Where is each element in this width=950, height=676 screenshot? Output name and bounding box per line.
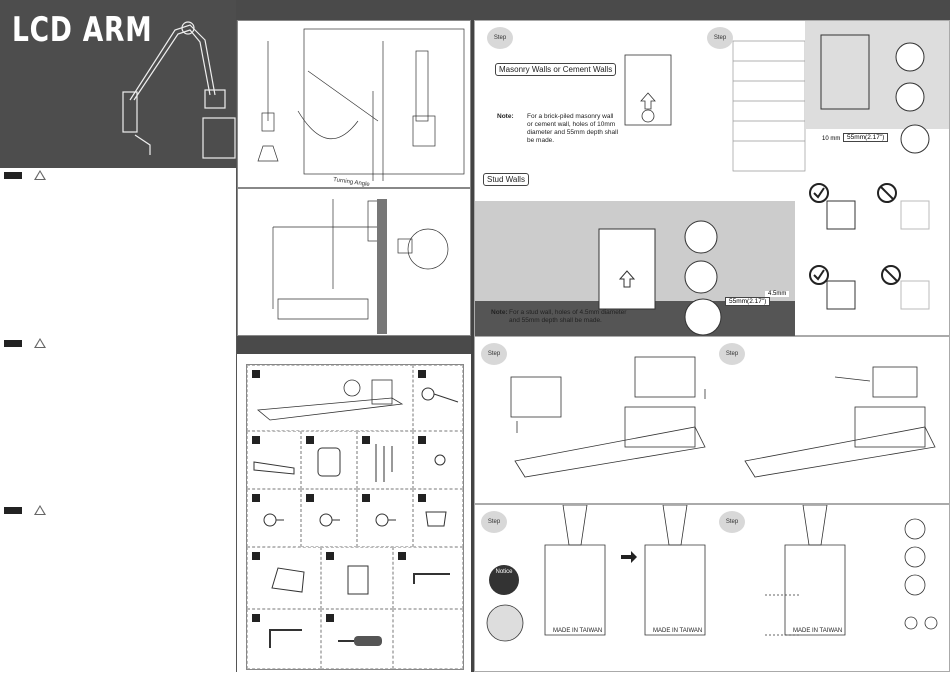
- stud-note-label: Note:: [491, 309, 508, 316]
- step-badge: Step: [481, 511, 507, 533]
- made-in-label: MADE IN TAIWAN: [793, 628, 843, 634]
- divider: [471, 20, 474, 672]
- parts-list-header: [237, 336, 471, 354]
- step-badge: Step: [707, 27, 733, 49]
- stud-walls-title: Stud Walls: [483, 173, 529, 186]
- part-screw-a: [247, 489, 301, 547]
- section-header-3: [4, 505, 46, 515]
- masonry-walls-title: Masonry Walls or Cement Walls: [495, 63, 617, 76]
- warning-icon: [34, 170, 46, 180]
- notice-badge: Notice: [489, 565, 519, 595]
- part-small-screw: [413, 431, 463, 489]
- part-empty: [393, 609, 463, 669]
- part-screw-b: [301, 489, 357, 547]
- part-screwdriver: [321, 609, 393, 669]
- part-arm: [247, 365, 413, 431]
- part-washers: [247, 547, 321, 609]
- step-badge: Step: [487, 27, 513, 49]
- masonry-depth-label: 55mm(2.17"): [843, 133, 889, 142]
- divider: [236, 20, 237, 672]
- part-hex-key-large: [393, 547, 463, 609]
- monitor-mounting-panel: Step Step Notice MADE IN TAIWAN MADE IN …: [474, 504, 950, 672]
- part-anchor: [247, 431, 301, 489]
- masonry-diameter-label: 10 mm: [819, 136, 844, 142]
- made-in-label: MADE IN TAIWAN: [653, 628, 703, 634]
- part-bracket: [357, 431, 413, 489]
- part-hex-key-small: [247, 609, 321, 669]
- cover-panel: LCD ARM: [0, 0, 236, 168]
- range-diagram-top: Turning Angle: [237, 20, 471, 188]
- section-header-1: [4, 170, 46, 180]
- warning-icon: [34, 505, 46, 515]
- range-diagram-bottom: [237, 188, 471, 336]
- check-icon: [809, 183, 829, 203]
- part-cover-cap: [301, 431, 357, 489]
- part-clip: [413, 489, 463, 547]
- step-badge: Step: [719, 511, 745, 533]
- stud-diameter-label: 4.5mm: [765, 291, 790, 297]
- masonry-note-label: Note:: [497, 113, 514, 120]
- part-bolt: [413, 365, 463, 431]
- lcd-arm-illustration: [122, 21, 236, 159]
- turning-angle-label: Turning Angle: [333, 177, 371, 187]
- part-screw-c: [357, 489, 413, 547]
- made-in-label: MADE IN TAIWAN: [553, 628, 603, 634]
- step-badge: Step: [719, 343, 745, 365]
- warning-icon: [34, 338, 46, 348]
- stud-note: For a stud wall, holes of 4.5mm diameter…: [509, 309, 627, 324]
- stud-depth-label: 55mm(2.17"): [725, 297, 771, 306]
- top-header-bar: [0, 0, 950, 20]
- masonry-note: For a brick-piled masonry wall or cement…: [527, 113, 619, 144]
- parts-list: [246, 364, 464, 670]
- product-title: LCD ARM: [12, 10, 153, 50]
- step-badge: Step: [481, 343, 507, 365]
- section-header-2: [4, 338, 46, 348]
- part-plate: [321, 547, 393, 609]
- wall-mounting-panel: Step Step Masonry Walls or Cement Walls …: [474, 20, 950, 337]
- cover-removal-panel: Step Step: [474, 336, 950, 504]
